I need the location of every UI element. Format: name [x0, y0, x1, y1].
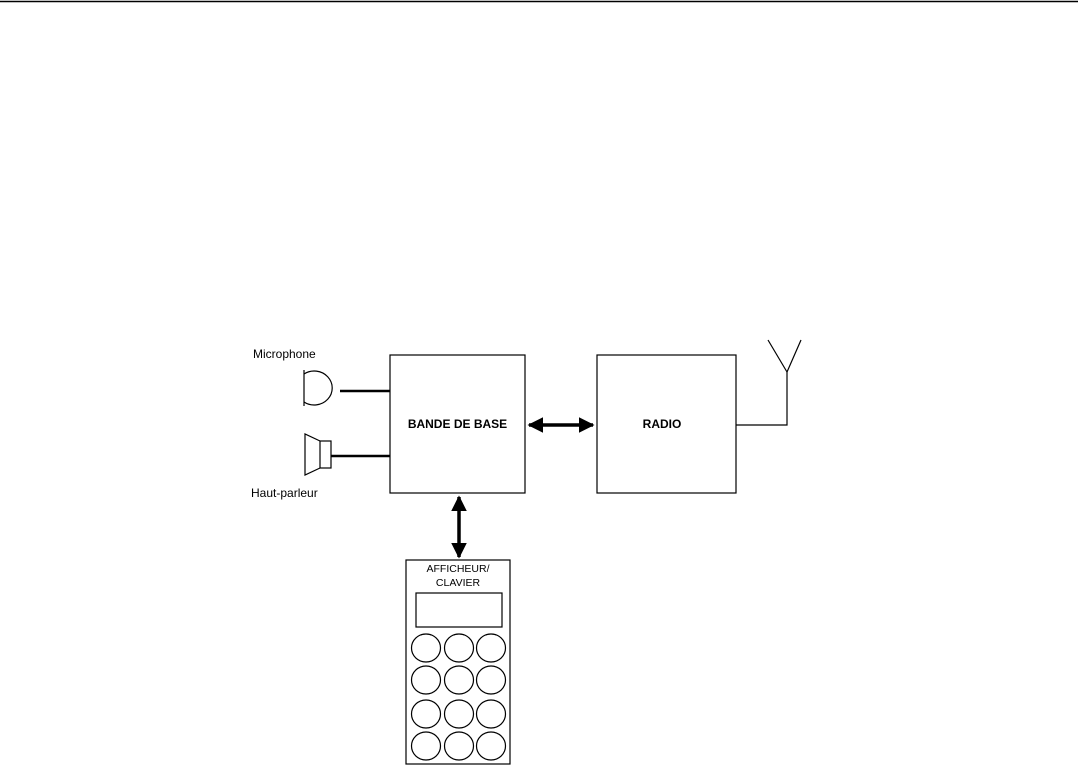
- radio-block: [596, 354, 737, 494]
- baseband-label: BANDE DE BASE: [408, 417, 507, 431]
- keypad-key: [443, 699, 475, 729]
- microphone-icon: [303, 370, 333, 406]
- keypad-key: [475, 699, 507, 729]
- keypad-key: [410, 731, 442, 761]
- speaker-label: Haut-parleur: [251, 486, 318, 500]
- keypad-keys: [410, 633, 507, 761]
- keypad-key: [410, 633, 442, 663]
- keypad-key: [443, 665, 475, 695]
- microphone-label: Microphone: [253, 347, 316, 361]
- radio-label: RADIO: [643, 417, 682, 431]
- keypad-key: [443, 731, 475, 761]
- keypad-key: [475, 633, 507, 663]
- keypad-key: [410, 665, 442, 695]
- baseband-block: [389, 354, 526, 494]
- display-label-line1: AFFICHEUR/: [427, 563, 490, 575]
- keypad-key: [475, 665, 507, 695]
- antenna-icon: [736, 339, 802, 426]
- speaker-icon: [304, 433, 332, 476]
- keypad-key: [410, 699, 442, 729]
- keypad-key: [443, 633, 475, 663]
- display-label-line2: CLAVIER: [436, 577, 481, 589]
- keypad-key: [475, 731, 507, 761]
- display-screen: [415, 592, 503, 628]
